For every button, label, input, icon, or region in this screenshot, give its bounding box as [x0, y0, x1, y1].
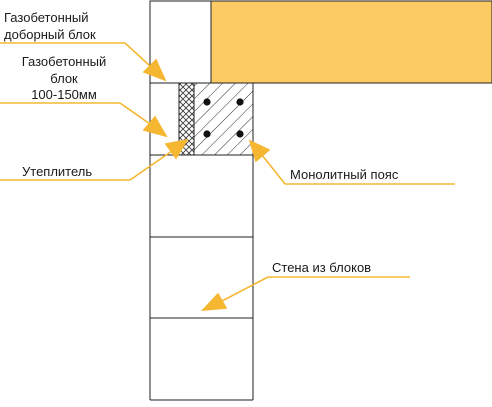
- label-block-line1: Газобетонный: [22, 54, 107, 69]
- leader-arrow: [164, 138, 189, 160]
- leader-arrow: [142, 115, 168, 138]
- floor-slab: [210, 0, 492, 84]
- rebar-dot: [203, 98, 211, 106]
- rebar-dot: [236, 98, 244, 106]
- leader-line: [261, 154, 286, 185]
- leaders: [0, 42, 455, 311]
- label-dobor-line1: Газобетонный: [4, 10, 89, 25]
- leader-line: [124, 42, 151, 67]
- leader-arrow: [248, 139, 271, 163]
- label-insulation: Утеплитель: [22, 164, 92, 179]
- leader-line: [129, 150, 173, 181]
- label-block-line3: 100-150мм: [31, 87, 97, 102]
- leader-arrow: [200, 292, 228, 311]
- rebar-dot: [236, 130, 244, 138]
- label-block-line2: блок: [50, 71, 78, 86]
- leader-line: [119, 102, 151, 125]
- rebar-dot: [203, 130, 211, 138]
- label-wall: Стена из блоков: [272, 260, 371, 275]
- leader-arrow: [142, 58, 167, 82]
- label-dobor-line2: доборный блок: [4, 27, 96, 42]
- monolithic-belt: [193, 82, 254, 156]
- label-belt: Монолитный пояс: [290, 167, 399, 182]
- rebar-group: [203, 98, 244, 138]
- leader-line: [221, 276, 269, 302]
